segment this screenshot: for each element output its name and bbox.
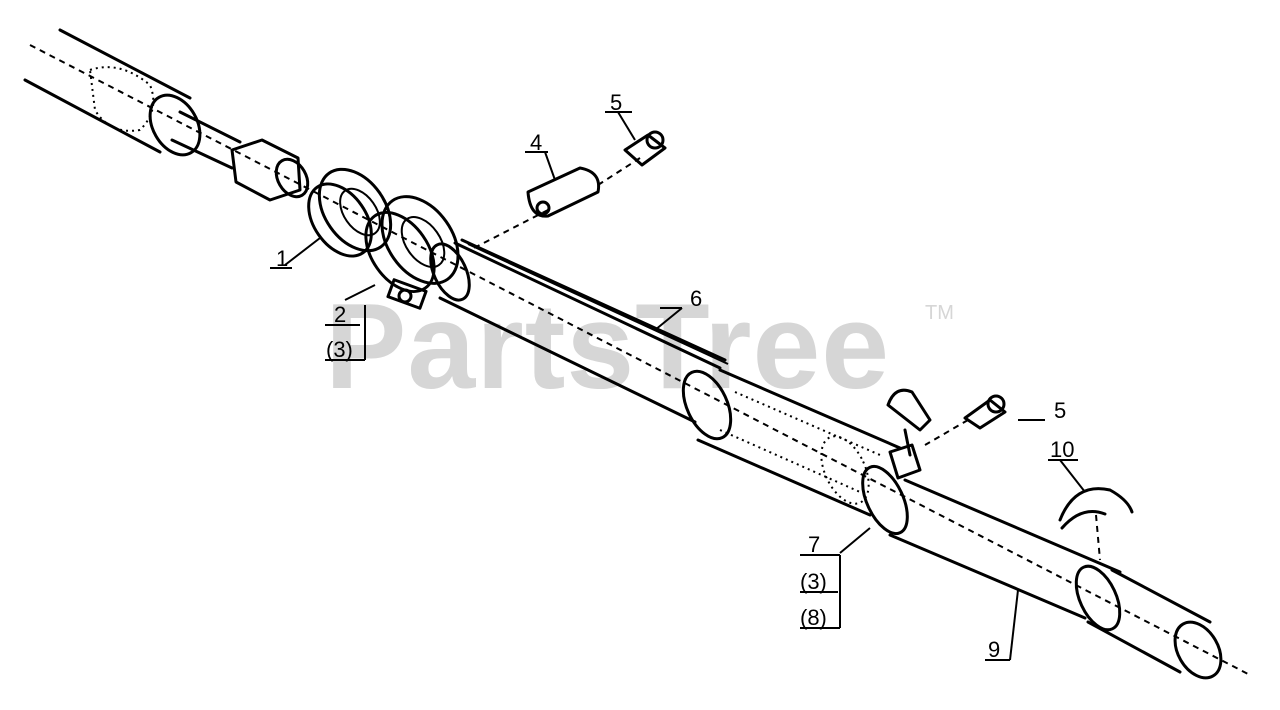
label-part-5-lower: 5 — [1054, 398, 1066, 423]
part-4-bracket — [469, 157, 641, 251]
part-10-clip — [1058, 487, 1134, 561]
center-axis — [29, 44, 1251, 676]
label-part-4: 4 — [530, 130, 542, 155]
trademark-mark: TM — [925, 302, 954, 324]
part-1-ring — [307, 167, 393, 258]
inner-drive-shaft — [170, 110, 310, 202]
upper-shaft-housing — [23, 28, 202, 157]
sleeve-coupling — [681, 368, 902, 517]
label-part-7-qty-8: (8) — [800, 605, 827, 630]
label-part-2-qty: (3) — [326, 337, 353, 362]
label-part-10: 10 — [1050, 437, 1074, 462]
label-part-5-upper: 5 — [610, 90, 622, 115]
label-part-1: 1 — [276, 246, 288, 271]
leader-lines — [270, 111, 1086, 661]
label-part-7-qty-3: (3) — [800, 569, 827, 594]
label-part-6: 6 — [690, 286, 702, 311]
label-part-7: 7 — [808, 532, 820, 557]
label-part-9: 9 — [988, 637, 1000, 662]
part-2-clamp — [364, 195, 460, 310]
main-shaft-tube — [429, 238, 729, 424]
part-5-screw-upper — [623, 130, 667, 167]
label-part-2: 2 — [334, 302, 346, 327]
part-7-hanger-clamp — [861, 388, 932, 536]
part-5-screw-lower — [924, 394, 1007, 446]
part-9-lower-tube — [888, 478, 1223, 680]
